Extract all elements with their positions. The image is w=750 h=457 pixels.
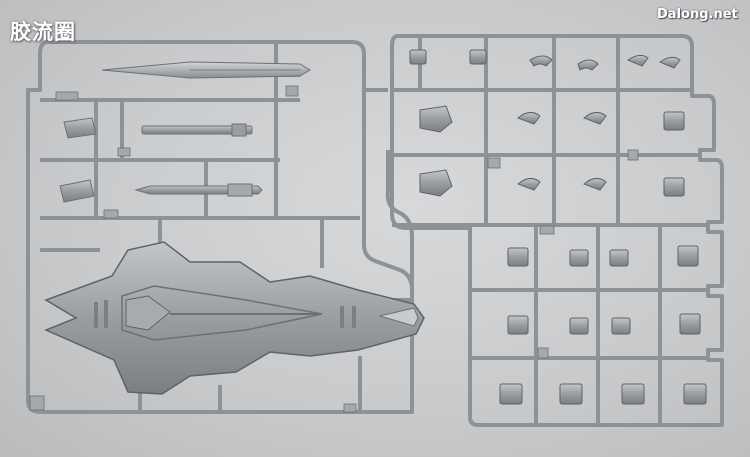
shield-part (44, 241, 425, 395)
sprue-gate-tabs (29, 85, 639, 413)
joint-parts (499, 245, 707, 405)
watermark-site-name: Dalong.net (657, 7, 738, 22)
small-block-part-lower (59, 179, 95, 203)
rifle-barrel-part-lower (134, 183, 263, 197)
watermark-chinese-text: 胶流圈 (10, 20, 76, 44)
small-block-part-upper (63, 117, 97, 139)
rifle-barrel-part-upper (141, 123, 253, 137)
right-sprue-frame (390, 34, 724, 427)
hand-parts (409, 49, 685, 197)
sword-blade-part (101, 61, 311, 79)
